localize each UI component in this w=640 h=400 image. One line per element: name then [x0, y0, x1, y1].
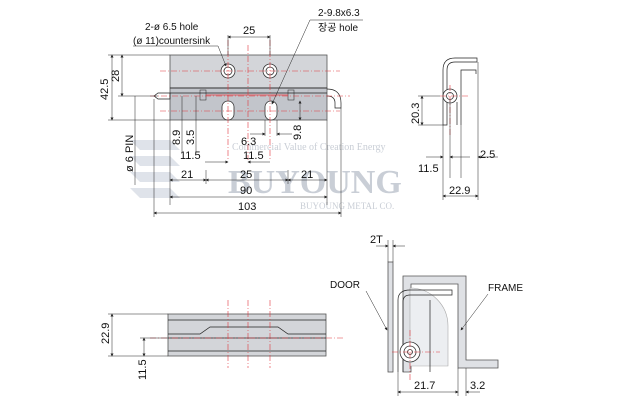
slot-note-2: 장공 hole [318, 22, 359, 34]
dim-11-5-b: 11.5 [243, 150, 264, 162]
frame-label: FRAME [488, 283, 523, 294]
watermark-slogan: Commercial Value of Creation Energy [232, 142, 385, 153]
dim-9-8: 9.8 [292, 125, 304, 140]
dim-2-5: 2.5 [480, 149, 495, 161]
watermark-logo-stripes [130, 140, 180, 198]
bottom-view: 22.9 11.5 [100, 300, 345, 380]
hole-note-1: 2-ø 6.5 hole [145, 22, 199, 33]
assembly-view: 2T DOOR FRAME 21.7 3.2 [330, 234, 523, 396]
slot-note-1: 2-9.8x6.3 [318, 8, 360, 19]
side-dim-22-9: 22.9 [449, 185, 470, 197]
front-spring-arm [326, 88, 342, 109]
bottom-dim-11-5: 11.5 [137, 359, 149, 380]
dim-3-2: 3.2 [470, 380, 485, 392]
bottom-dim-22-9: 22.9 [100, 323, 112, 344]
dim-25-mid: 25 [240, 169, 252, 181]
dim-2t: 2T [370, 234, 383, 246]
dim-8-9: 8.9 [171, 130, 183, 145]
bottom-body [167, 313, 327, 357]
slot-hole-right [264, 100, 278, 121]
hole-note-2: (ø 11)countersink [133, 36, 211, 47]
dim-3-5: 3.5 [185, 130, 197, 145]
dim-21-b: 21 [301, 169, 313, 181]
swing-arc [409, 287, 449, 367]
dim-103: 103 [238, 201, 256, 213]
dim-20-3: 20.3 [410, 103, 422, 124]
watermark-brand: BUYOUNG [228, 164, 402, 201]
dim-25-top: 25 [243, 25, 255, 37]
front-upper-leaf [169, 54, 328, 89]
side-dim-11-5: 11.5 [418, 163, 439, 175]
dim-28: 28 [110, 70, 122, 82]
dim-42-5: 42.5 [99, 79, 111, 100]
dim-21-a: 21 [181, 169, 193, 181]
dim-90: 90 [240, 185, 252, 197]
door-label: DOOR [330, 280, 360, 291]
watermark: Commercial Value of Creation Energy BUYO… [130, 140, 402, 211]
dim-21-7: 21.7 [414, 380, 435, 392]
door-panel [387, 261, 394, 373]
dim-11-5-a: 11.5 [180, 150, 201, 162]
dim-6-3: 6.3 [241, 136, 256, 148]
side-view: 20.3 11.5 2.5 22.9 [410, 57, 498, 200]
front-pin [153, 92, 171, 100]
side-leaf [442, 57, 478, 126]
pin-label: ø 6 PIN [124, 135, 136, 172]
watermark-company: BUYOUNG METAL CO. [300, 201, 394, 211]
front-view: 25 2-ø 6.5 hole (ø 11)countersink 2-9.8x… [99, 8, 363, 217]
